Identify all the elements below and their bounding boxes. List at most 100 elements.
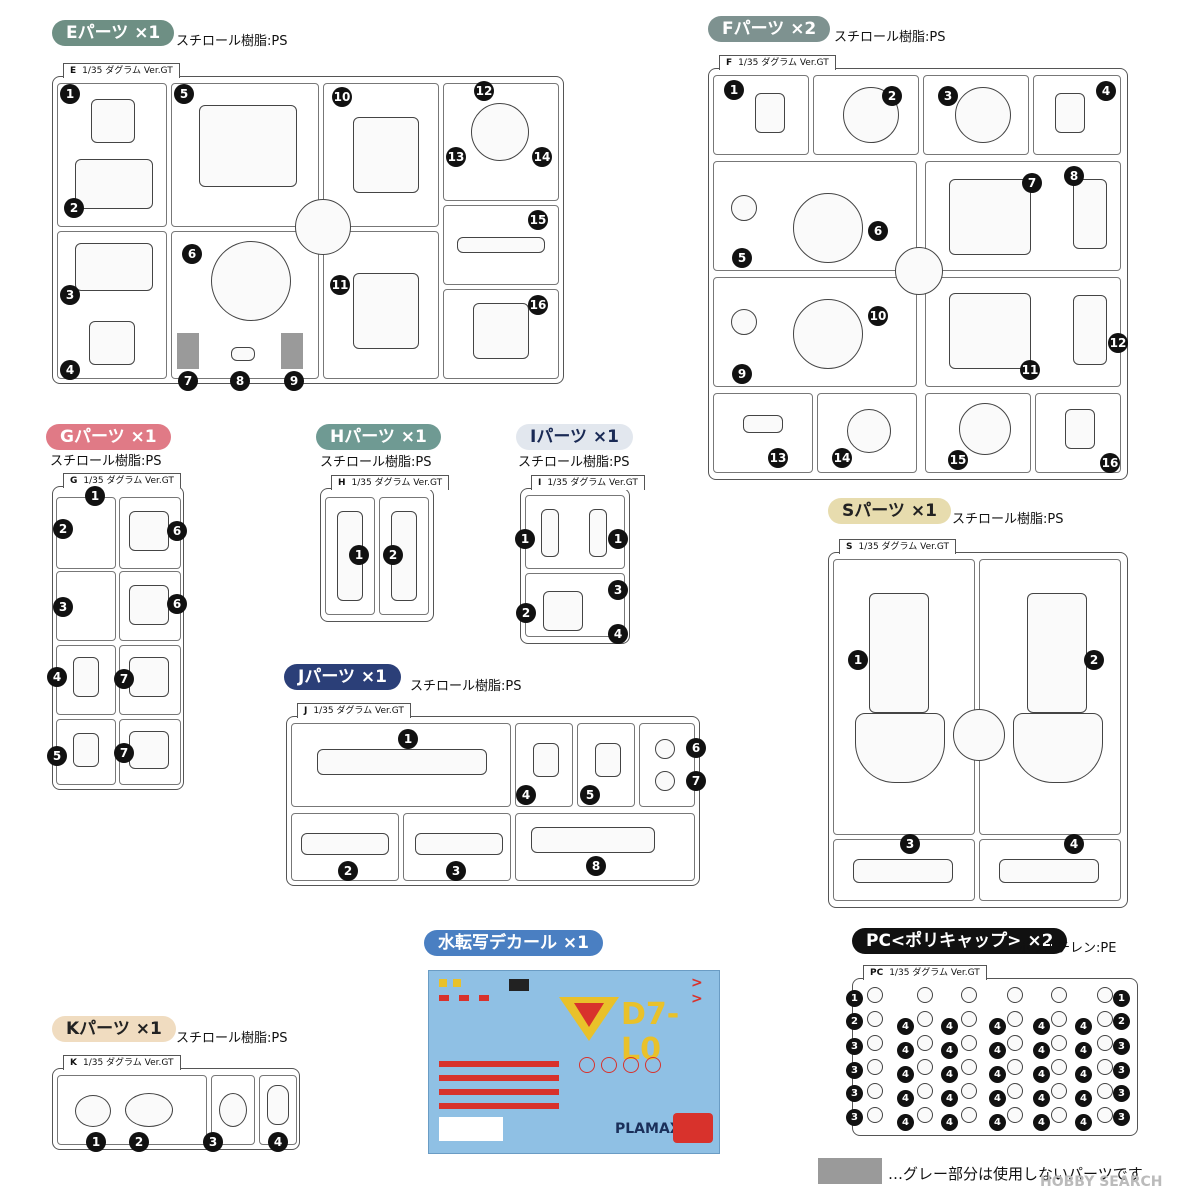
f-num-1: 1 <box>724 80 744 100</box>
pc-num-4: 4 <box>989 1018 1006 1035</box>
i-num-2: 2 <box>516 603 536 623</box>
e-part-4 <box>89 321 135 365</box>
f-num-12: 12 <box>1108 333 1128 353</box>
pc-num-3d: 3 <box>846 1109 863 1126</box>
f-cell-13 <box>713 393 813 473</box>
e-cell-11 <box>323 231 439 379</box>
e-cell-16 <box>443 289 559 379</box>
h-num-1: 1 <box>349 545 369 565</box>
pc-polycap-ring <box>1007 1011 1023 1027</box>
pc-num-4: 4 <box>897 1018 914 1035</box>
k-part-4 <box>267 1085 289 1125</box>
pc-num-4: 4 <box>1075 1018 1092 1035</box>
f-num-9: 9 <box>732 364 752 384</box>
f-part-16 <box>1065 409 1095 449</box>
e-cell-1-2 <box>57 83 167 227</box>
j-cell-6-7 <box>639 723 695 807</box>
e-num-8: 8 <box>230 371 250 391</box>
i-part-1a <box>541 509 559 557</box>
f-part-14 <box>847 409 891 453</box>
pc-num-4: 4 <box>989 1090 1006 1107</box>
e-center-gate <box>295 199 351 255</box>
f-cell-2 <box>813 75 919 155</box>
e-cell-12-14 <box>443 83 559 201</box>
e-cell-15 <box>443 205 559 285</box>
j-num-1: 1 <box>398 729 418 749</box>
j-part-6 <box>655 739 675 759</box>
i-num-1a: 1 <box>515 529 535 549</box>
f-num-16: 16 <box>1100 453 1120 473</box>
e-part-15 <box>457 237 545 253</box>
f-num-11: 11 <box>1020 360 1040 380</box>
decal-red-circles <box>579 1057 699 1077</box>
pc-polycap-ring <box>1097 1035 1113 1051</box>
e-parts-badge: Eパーツ ×1 <box>52 20 175 46</box>
pc-polycap-ring <box>867 1035 883 1051</box>
pc-num-3a: 3 <box>846 1038 863 1055</box>
g-part-7a <box>129 657 169 697</box>
g-parts-material: スチロール樹脂:PS <box>50 454 162 469</box>
e-part-16 <box>473 303 529 359</box>
f-num-13: 13 <box>768 448 788 468</box>
k-num-3: 3 <box>203 1132 223 1152</box>
f-num-4: 4 <box>1096 81 1116 101</box>
j-num-4: 4 <box>516 785 536 805</box>
pc-polycap-ring <box>1007 987 1023 1003</box>
s-part-1-arm <box>869 593 929 713</box>
pc-polycap-ring <box>1097 1083 1113 1099</box>
pc-num-4: 4 <box>897 1114 914 1131</box>
s-cell-2 <box>979 559 1121 835</box>
pc-polycap-ring <box>917 1083 933 1099</box>
s-num-4: 4 <box>1064 834 1084 854</box>
pc-polycap-ring <box>917 1107 933 1123</box>
e-part-11 <box>353 273 419 349</box>
e-part-8 <box>231 347 255 361</box>
k-num-4: 4 <box>268 1132 288 1152</box>
e-num-2: 2 <box>64 198 84 218</box>
f-num-8: 8 <box>1064 166 1084 186</box>
f-part-1 <box>755 93 785 133</box>
i-part-2 <box>543 591 583 631</box>
k-cell-3 <box>211 1075 255 1145</box>
pc-num-4: 4 <box>1075 1090 1092 1107</box>
f-part-11 <box>949 293 1031 369</box>
f-num-15: 15 <box>948 450 968 470</box>
f-num-10: 10 <box>868 306 888 326</box>
g-num-2: 2 <box>53 519 73 539</box>
j-cell-5 <box>577 723 635 807</box>
f-part-13 <box>743 415 783 433</box>
pc-num-2b: 2 <box>1113 1013 1130 1030</box>
pc-polycap-ring <box>1097 987 1113 1003</box>
pc-num-2a: 2 <box>846 1013 863 1030</box>
f-part-6 <box>793 193 863 263</box>
pc-polycap-ring <box>1007 1107 1023 1123</box>
k-num-2: 2 <box>129 1132 149 1152</box>
pc-num-4: 4 <box>1075 1114 1092 1131</box>
pc-polycap-ring <box>961 1035 977 1051</box>
g-num-6a: 6 <box>167 521 187 541</box>
pc-num-4: 4 <box>897 1090 914 1107</box>
s-parts-badge: Sパーツ ×1 <box>828 498 951 524</box>
decal-code-text: D7-L0 <box>621 997 680 1067</box>
j-part-3 <box>415 833 503 855</box>
k-parts-material: スチロール樹脂:PS <box>176 1031 288 1046</box>
e-num-9: 9 <box>284 371 304 391</box>
e-num-4: 4 <box>60 360 80 380</box>
g-num-1: 1 <box>85 486 105 506</box>
j-parts-material: スチロール樹脂:PS <box>410 679 522 694</box>
e-num-16: 16 <box>528 295 548 315</box>
pc-polycap-ring <box>1051 1083 1067 1099</box>
decal-sheet: D7-L0 >> PLAMAX <box>428 970 720 1154</box>
pc-polycap-ring <box>961 1059 977 1075</box>
g-num-6b: 6 <box>167 594 187 614</box>
pc-polycap-ring <box>961 1107 977 1123</box>
h-parts-badge: Hパーツ ×1 <box>316 424 441 450</box>
pc-polycap-ring <box>917 1035 933 1051</box>
